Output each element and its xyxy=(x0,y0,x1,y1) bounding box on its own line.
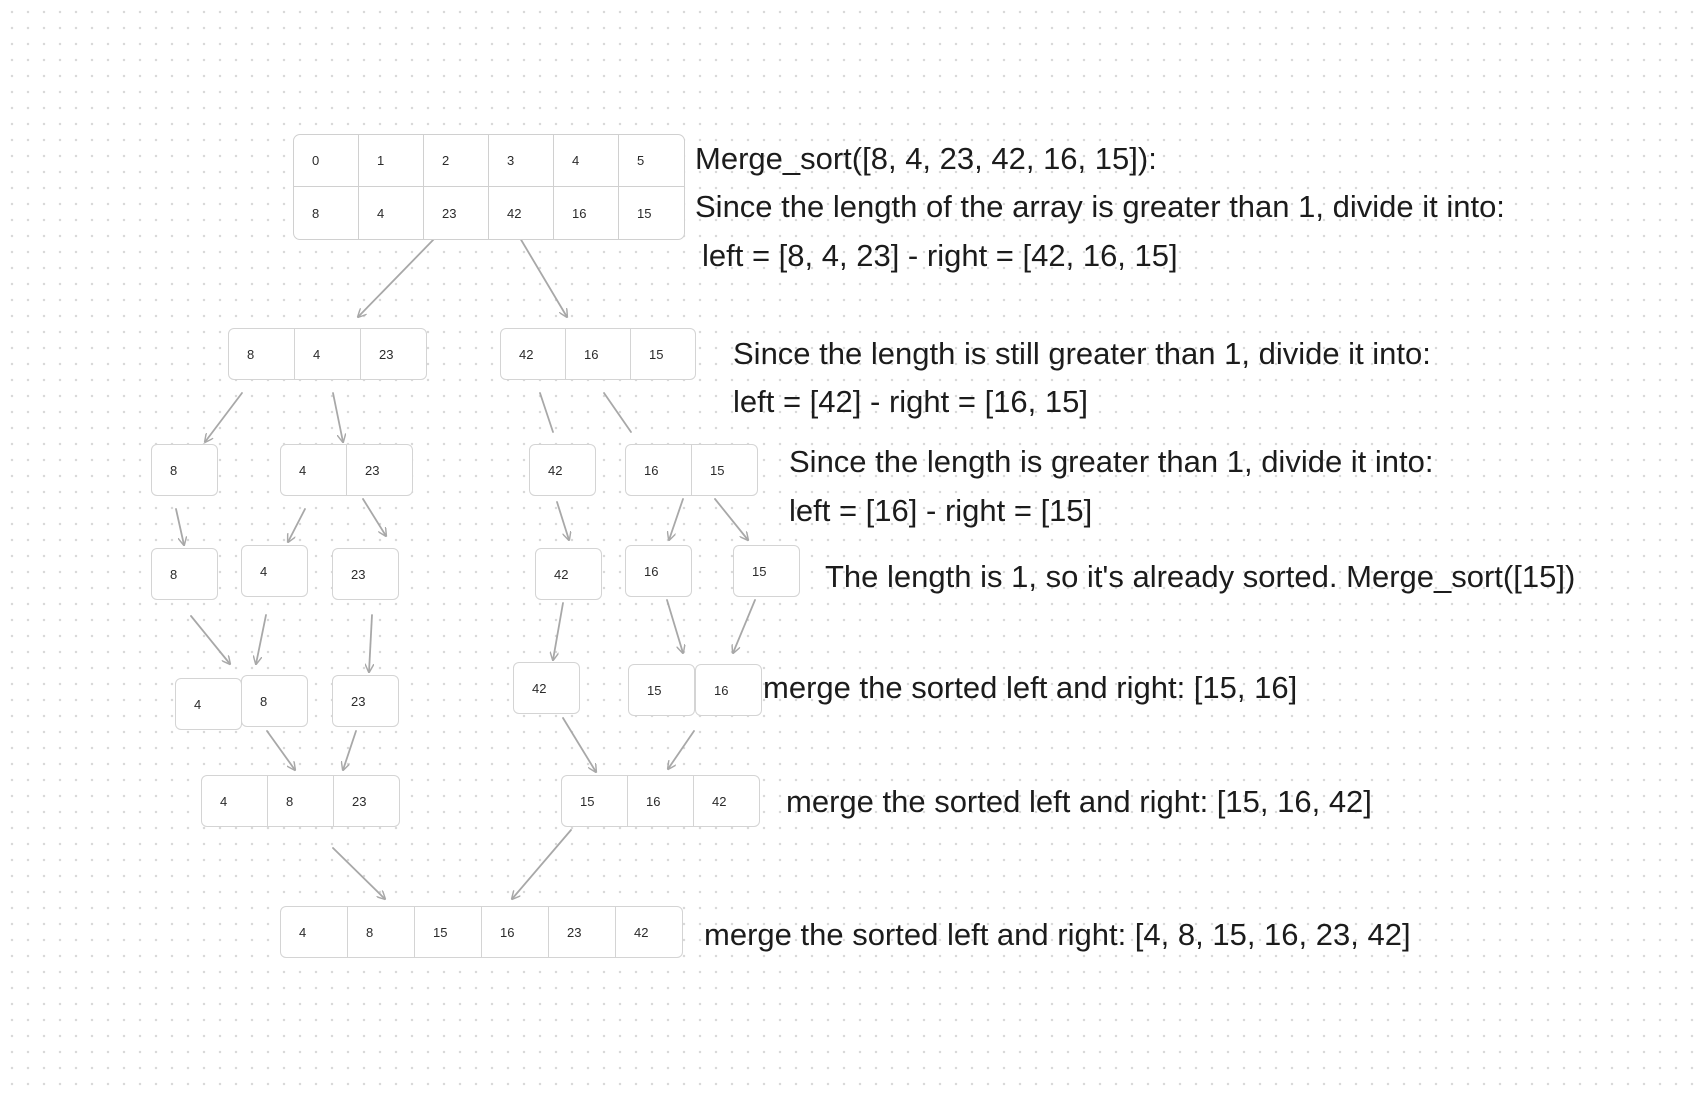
final-sorted-array: 4 8 15 16 23 42 xyxy=(280,906,683,958)
array-cell: 42 xyxy=(500,328,566,380)
level5-right-array: 15 16 42 xyxy=(561,775,760,827)
arrow-23-down xyxy=(369,614,372,672)
array-cell: 4 xyxy=(280,906,348,958)
line-l1right-to-42 xyxy=(539,392,554,433)
level1-left-array: 8 4 23 xyxy=(228,328,427,380)
array-cell: 8 xyxy=(347,906,415,958)
array-cell: 16 xyxy=(565,328,631,380)
note-base-case: The length is 1, so it's already sorted.… xyxy=(825,559,1576,594)
arrow-left-to-final xyxy=(332,847,385,899)
value-cell: 4 xyxy=(359,187,424,239)
array-cell: 23 xyxy=(548,906,616,958)
arrow-root-to-left xyxy=(358,237,436,317)
value-cell: 15 xyxy=(637,205,652,221)
note-16-15-split: left = [16] - right = [15] xyxy=(789,493,1093,528)
level4-cell-42: 42 xyxy=(513,662,580,714)
array-cell: 4 xyxy=(294,328,361,380)
index-cell: 2 xyxy=(424,135,489,187)
note-merge-final: merge the sorted left and right: [4, 8, … xyxy=(704,917,1411,952)
index-cell: 0 xyxy=(294,135,359,187)
note-divide-root: Since the length of the array is greater… xyxy=(695,189,1505,224)
level3-cell-15: 15 xyxy=(733,545,800,597)
array-cell: 16 xyxy=(625,444,692,496)
note-right-split: left = [42] - right = [16, 15] xyxy=(733,384,1088,419)
level3-cell-4: 4 xyxy=(241,545,308,597)
level3-cell-23: 23 xyxy=(332,548,399,600)
note-divide-16-15: Since the length is greater than 1, divi… xyxy=(789,444,1434,479)
array-cell: 4 xyxy=(201,775,268,827)
index-cell: 3 xyxy=(489,135,554,187)
level2-array-16-15: 16 15 xyxy=(625,444,758,496)
arrow-l1left-to-8 xyxy=(205,392,243,442)
arrow-right-to-final xyxy=(512,829,572,899)
array-cell: 4 xyxy=(280,444,347,496)
array-cell: 23 xyxy=(333,775,400,827)
arrow-8-to-merge xyxy=(190,615,230,664)
level4-cell-15: 15 xyxy=(628,664,695,716)
index-row: 0 1 2 3 4 5 xyxy=(294,135,684,187)
level5-left-array: 4 8 23 xyxy=(201,775,400,827)
level4-cell-4: 4 xyxy=(175,678,242,730)
array-cell: 42 xyxy=(615,906,683,958)
note-merge-15-16: merge the sorted left and right: [15, 16… xyxy=(763,670,1298,705)
level1-right-array: 42 16 15 xyxy=(500,328,696,380)
value-cell: 42 xyxy=(489,187,554,239)
level2-array-4-23: 4 23 xyxy=(280,444,413,496)
array-cell: 23 xyxy=(346,444,413,496)
array-cell: 8 xyxy=(267,775,334,827)
value-row: 8 4 23 42 16 15 xyxy=(294,187,684,239)
arrow-root-to-right xyxy=(519,237,567,317)
arrow-4-23-to-23 xyxy=(362,498,386,536)
note-merge-sort-call: Merge_sort([8, 4, 23, 42, 16, 15]): xyxy=(695,141,1157,176)
level4-cell-8: 8 xyxy=(241,675,308,727)
array-cell: 42 xyxy=(693,775,760,827)
value-cell: 8 xyxy=(294,187,359,239)
arrow-8-down xyxy=(175,508,184,545)
arrow-15-16-to-merge xyxy=(668,730,695,769)
index-cell: 1 xyxy=(359,135,424,187)
arrow-4-to-merge xyxy=(256,614,267,664)
arrow-42-down-2 xyxy=(553,602,564,660)
arrow-4-23-to-4 xyxy=(288,508,306,542)
array-cell: 16 xyxy=(481,906,549,958)
level4-cell-23: 23 xyxy=(332,675,399,727)
arrow-16-15-to-16 xyxy=(669,498,684,540)
array-cell: 15 xyxy=(630,328,696,380)
line-l1right-to-16-15 xyxy=(603,392,632,433)
arrow-42-to-merge xyxy=(562,717,596,772)
arrow-23-to-merge xyxy=(343,730,357,770)
array-cell: 16 xyxy=(627,775,694,827)
level4-cell-16: 16 xyxy=(695,664,762,716)
arrow-l1left-to-4-23 xyxy=(332,392,343,442)
initial-array-table: 0 1 2 3 4 5 8 4 23 42 16 15 xyxy=(293,134,685,240)
index-cell: 4 xyxy=(554,135,619,187)
arrow-15-to-merge xyxy=(733,599,756,653)
level3-cell-8: 8 xyxy=(151,548,218,600)
note-divide-right: Since the length is still greater than 1… xyxy=(733,336,1431,371)
note-merge-15-16-42: merge the sorted left and right: [15, 16… xyxy=(786,784,1372,819)
value-cell: 16 xyxy=(554,187,619,239)
note-root-split: left = [8, 4, 23] - right = [42, 16, 15] xyxy=(702,238,1178,273)
index-cell: 5 xyxy=(619,135,684,187)
arrow-16-15-to-15 xyxy=(714,498,748,540)
array-cell: 23 xyxy=(360,328,427,380)
level2-cell-42: 42 xyxy=(529,444,596,496)
array-cell: 15 xyxy=(691,444,758,496)
arrow-4-8-to-merge xyxy=(266,730,295,770)
value-cell: 23 xyxy=(424,187,489,239)
array-cell: 15 xyxy=(561,775,628,827)
array-cell: 8 xyxy=(228,328,295,380)
array-cell: 15 xyxy=(414,906,482,958)
level2-cell-8: 8 xyxy=(151,444,218,496)
level3-cell-16: 16 xyxy=(625,545,692,597)
arrow-42-down xyxy=(556,501,569,540)
arrow-16-to-merge xyxy=(666,599,683,653)
level3-cell-42: 42 xyxy=(535,548,602,600)
